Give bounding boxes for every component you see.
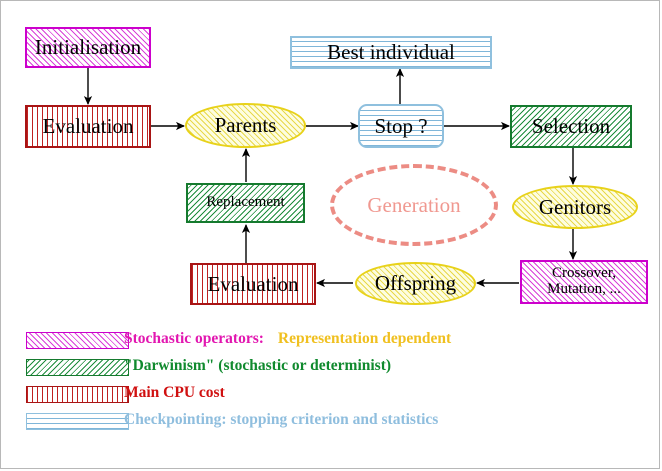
node-selection[interactable]: Selection: [510, 105, 632, 148]
legend-label-stochastic-operators: Stochastic operators: Representation depe…: [124, 330, 451, 348]
node-initialisation[interactable]: Initialisation: [25, 27, 151, 68]
legend-label-main-cpu-cost: Main CPU cost: [124, 384, 225, 401]
legend-row-stochastic-operators: Stochastic operators: Representation depe…: [0, 330, 662, 359]
node-evaluation-top-label: Evaluation: [42, 114, 134, 139]
legend-swatch-checkpointing: [26, 413, 129, 430]
legend-label-representation-dependent: Representation dependent: [277, 330, 452, 347]
legend-swatch-stochastic-operators: [26, 332, 129, 349]
legend-label-checkpointing: Checkpointing: stopping criterion and st…: [124, 411, 439, 428]
legend-row-darwinism: "Darwinism" (stochastic or determinist): [0, 357, 662, 386]
node-selection-label: Selection: [531, 114, 611, 139]
node-parents-label: Parents: [214, 113, 277, 138]
legend-label-darwinism: "Darwinism" (stochastic or determinist): [124, 357, 392, 374]
node-best-individual[interactable]: Best individual: [290, 36, 492, 69]
node-offspring[interactable]: Offspring: [355, 262, 476, 305]
node-replacement-label: Replacement: [206, 194, 285, 211]
legend: Stochastic operators: Representation depe…: [0, 330, 662, 440]
node-replacement[interactable]: Replacement: [186, 183, 305, 223]
node-evaluation-bottom[interactable]: Evaluation: [190, 263, 316, 305]
node-crossover-mutation-label-line2: Mutation, ...: [547, 281, 621, 297]
node-offspring-label: Offspring: [374, 271, 457, 296]
node-stop[interactable]: Stop ?: [358, 104, 444, 148]
node-generation: Generation: [330, 164, 498, 246]
node-evaluation-top[interactable]: Evaluation: [25, 105, 151, 148]
node-generation-label: Generation: [367, 192, 461, 217]
legend-label-stochastic-operators-text: Stochastic operators:: [124, 330, 264, 347]
node-crossover-mutation-label-line1: Crossover,: [552, 265, 616, 282]
legend-swatch-main-cpu-cost: [26, 386, 129, 403]
node-best-individual-label: Best individual: [327, 40, 455, 65]
node-crossover-mutation[interactable]: Crossover, Mutation, ...: [520, 260, 648, 304]
node-parents[interactable]: Parents: [185, 103, 306, 148]
legend-row-checkpointing: Checkpointing: stopping criterion and st…: [0, 411, 662, 440]
legend-swatch-darwinism: [26, 359, 129, 376]
legend-row-main-cpu-cost: Main CPU cost: [0, 384, 662, 413]
node-evaluation-bottom-label: Evaluation: [207, 271, 299, 296]
node-genitors[interactable]: Genitors: [512, 185, 638, 229]
node-stop-label: Stop ?: [374, 113, 428, 138]
node-genitors-label: Genitors: [538, 194, 612, 219]
node-initialisation-label: Initialisation: [34, 35, 142, 60]
